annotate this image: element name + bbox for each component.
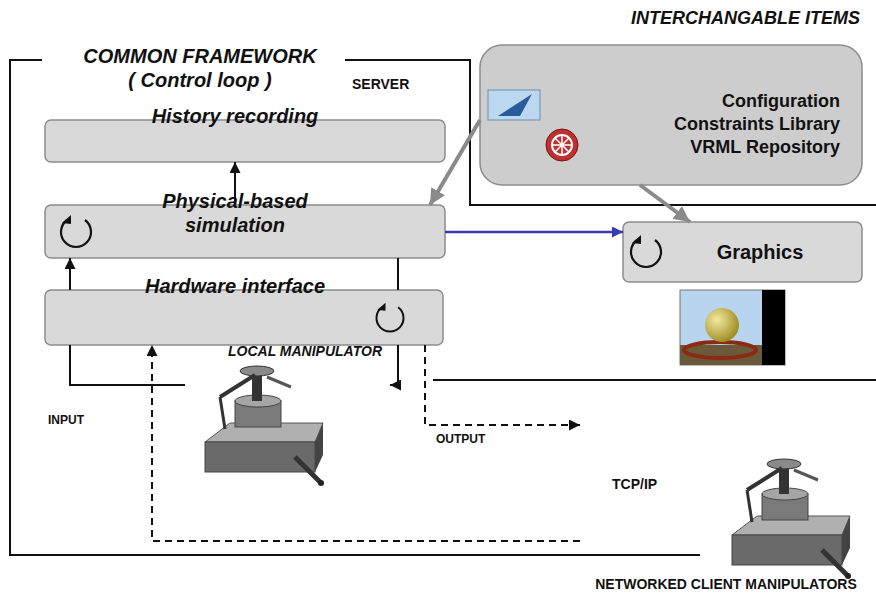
- process-box: History recording: [45, 120, 445, 162]
- graphics-screenshot: [680, 290, 785, 365]
- node-label: Hardware interface: [115, 274, 355, 298]
- process-box: Graphics: [623, 222, 862, 282]
- connector: [430, 120, 480, 205]
- device-node: LOCAL MANIPULATOR: [185, 355, 390, 530]
- device-node: NETWORKED CLIENT MANIPULATORS: [580, 415, 872, 595]
- node-label: NETWORKED CLIENT MANIPULATORS: [580, 576, 872, 592]
- node-label: Configuration: [480, 90, 840, 113]
- connector: [397, 258, 399, 290]
- node-label: VRML Repository: [480, 136, 840, 159]
- connector: [70, 345, 185, 385]
- node-label: Graphics: [717, 241, 804, 264]
- items-panel: INTERCHANGABLE ITEMSConfigurationConstra…: [480, 45, 862, 185]
- connector: [445, 231, 623, 234]
- config-icon: [488, 90, 540, 120]
- connector: [425, 345, 580, 425]
- node-label: Physical-based simulation: [115, 189, 355, 237]
- loop-icon: [377, 303, 404, 332]
- box-shape: [623, 222, 862, 282]
- edge-label: TCP/IP: [612, 476, 657, 492]
- process-box: Physical-based simulation: [45, 205, 445, 258]
- connector: [69, 258, 71, 290]
- manipulator-figure: [732, 459, 851, 579]
- connector: [390, 345, 398, 385]
- connector: [640, 185, 690, 222]
- vrml-icon: [546, 129, 578, 161]
- framework-region: COMMON FRAMEWORK ( Control loop )History…: [10, 60, 470, 555]
- edge-label: OUTPUT: [436, 432, 485, 446]
- region-label: SERVER: [352, 76, 409, 92]
- manipulator-figure: [205, 366, 324, 486]
- panel-heading: INTERCHANGABLE ITEMS: [631, 7, 860, 30]
- connector: [152, 345, 580, 541]
- loop-icon: [631, 235, 661, 267]
- node-label: Constraints Library: [480, 113, 840, 136]
- box-shape: [45, 290, 443, 345]
- loop-icon: [61, 215, 91, 247]
- box-shape: [480, 45, 862, 185]
- framework-outline: [10, 60, 876, 555]
- node-label: LOCAL MANIPULATOR: [185, 339, 425, 527]
- node-label: History recording: [115, 104, 355, 128]
- process-box: Hardware interface: [45, 290, 443, 345]
- node-label: COMMON FRAMEWORK ( Control loop ): [80, 44, 320, 92]
- edge-label: INPUT: [48, 413, 84, 427]
